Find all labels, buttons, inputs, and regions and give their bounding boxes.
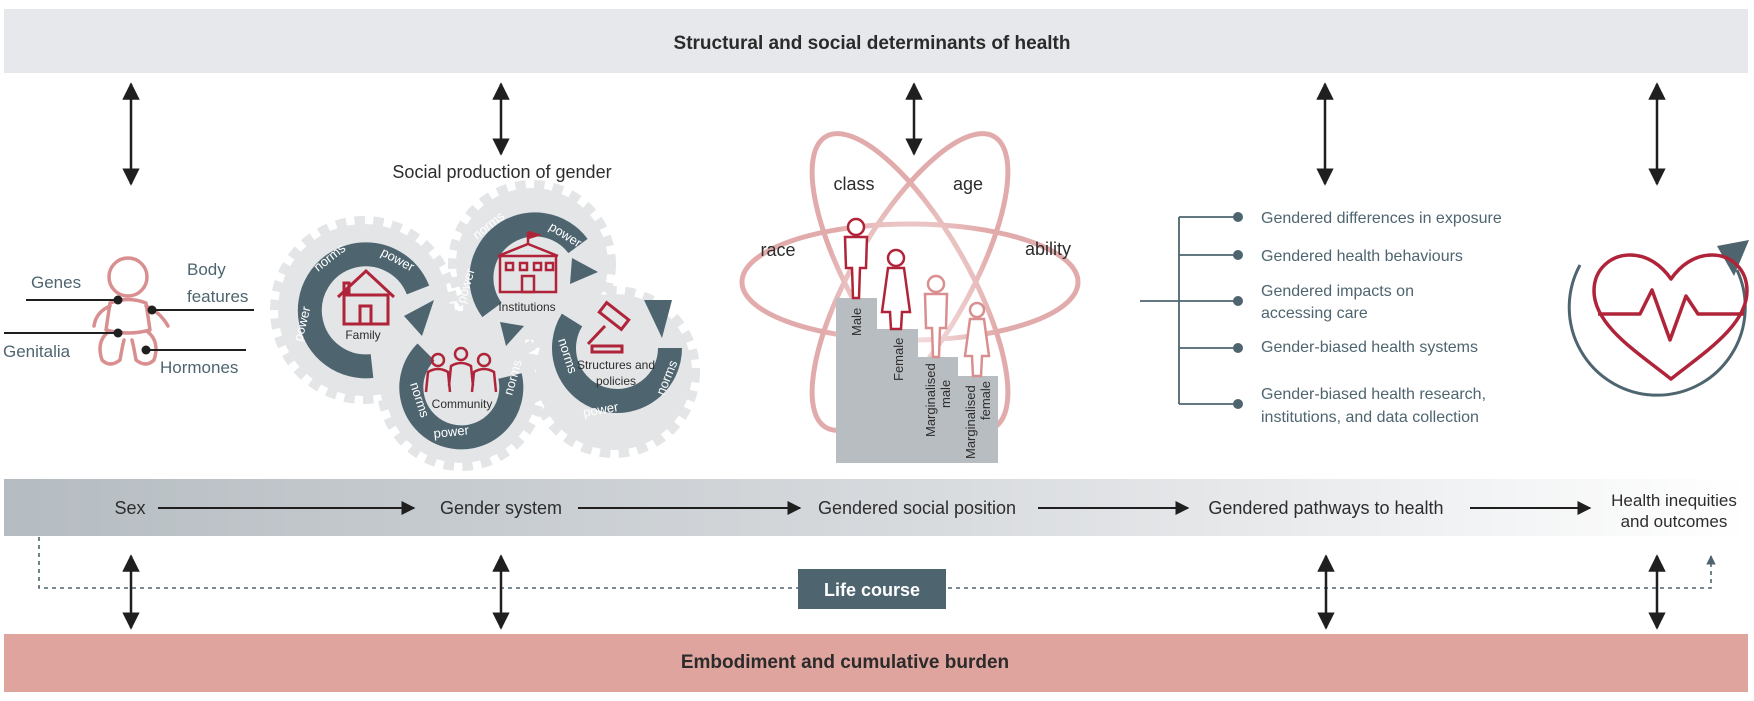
genitalia-dot xyxy=(113,328,123,338)
pathway-item: Gendered impacts on xyxy=(1261,283,1414,300)
bottom-arrows xyxy=(122,554,1666,630)
genitalia-label: Genitalia xyxy=(3,342,71,361)
genes-dot xyxy=(113,295,123,305)
flow-stage-outcomes-1: Health inequities xyxy=(1611,491,1737,510)
pathway-item: Gendered health behaviours xyxy=(1261,248,1463,265)
marginalised-male-figure-icon xyxy=(923,274,949,359)
body-features-dot xyxy=(147,305,157,315)
structures-label: Structures and xyxy=(577,358,655,372)
female-figure-icon xyxy=(880,248,912,331)
body-label: Body xyxy=(187,260,226,279)
podium-labels: Male Female Marginalised male Marginalis… xyxy=(849,308,993,459)
hormones-dot xyxy=(141,345,151,355)
features-label: features xyxy=(187,287,248,306)
gender-panel: Social production of gender norms power … xyxy=(270,162,700,471)
community-icon xyxy=(424,346,498,393)
pathway-item: institutions, and data collection xyxy=(1261,409,1479,426)
genes-label: Genes xyxy=(31,273,81,292)
institutions-label: Institutions xyxy=(498,300,555,314)
cycle-arrowhead-icon xyxy=(1717,240,1749,276)
social-production-title: Social production of gender xyxy=(392,162,611,182)
marginalised-female-figure-icon xyxy=(963,301,991,378)
position-panel: class age race ability Male Female Margi… xyxy=(739,131,1081,463)
cycle-arrow xyxy=(1567,264,1747,397)
flow-stage-gender-system: Gender system xyxy=(440,498,562,518)
pathway-item: Gender-biased health research, xyxy=(1261,386,1486,403)
flow-stage-outcomes-2: and outcomes xyxy=(1621,512,1728,531)
svg-text:Female: Female xyxy=(891,338,906,381)
svg-text:power: power xyxy=(433,422,470,441)
sex-panel: Genes Genitalia Body features Hormones xyxy=(3,256,254,377)
svg-text:Marginalised: Marginalised xyxy=(963,385,978,459)
bottom-banner xyxy=(4,634,1748,692)
health-outcome-panel xyxy=(1567,240,1749,397)
age-label: age xyxy=(953,174,983,194)
heartbeat-line-icon xyxy=(1598,288,1744,342)
pathway-item: Gender-biased health systems xyxy=(1261,339,1478,356)
life-course-badge xyxy=(798,569,946,609)
heartbeat-heart-icon xyxy=(1592,253,1749,381)
top-banner xyxy=(4,9,1748,73)
gear-arrowheads xyxy=(404,258,672,346)
family-label: Family xyxy=(345,328,380,342)
flow-stage-sex: Sex xyxy=(114,498,145,518)
pathways-panel: Gendered differences in exposure Gendere… xyxy=(1140,210,1502,426)
race-label: race xyxy=(760,240,795,260)
top-arrows xyxy=(122,82,1666,186)
policies-label: policies xyxy=(596,374,636,388)
svg-text:female: female xyxy=(978,381,993,420)
flow-stage-pathways: Gendered pathways to health xyxy=(1208,498,1443,518)
svg-text:Male: Male xyxy=(849,308,864,336)
svg-text:power: power xyxy=(582,399,620,420)
podium xyxy=(836,298,998,463)
svg-text:male: male xyxy=(938,380,953,408)
life-course-label: Life course xyxy=(824,580,920,600)
sex-pointers xyxy=(4,299,254,351)
hormones-label: Hormones xyxy=(160,358,238,377)
male-figure-icon xyxy=(843,217,869,300)
community-label: Community xyxy=(432,397,493,411)
house-icon xyxy=(336,268,396,326)
flow-stage-social-position: Gendered social position xyxy=(818,498,1016,518)
bottom-banner-title: Embodiment and cumulative burden xyxy=(681,652,1009,673)
life-course-line xyxy=(38,537,1716,589)
ability-label: ability xyxy=(1025,239,1071,259)
gavel-icon xyxy=(586,300,631,354)
top-banner-title: Structural and social determinants of he… xyxy=(674,33,1071,54)
class-label: class xyxy=(833,174,874,194)
pathway-item: Gendered differences in exposure xyxy=(1261,210,1502,227)
school-icon xyxy=(497,230,559,294)
svg-text:Marginalised: Marginalised xyxy=(923,363,938,437)
gear-rings xyxy=(297,212,682,450)
pathway-item: accessing care xyxy=(1261,305,1368,322)
